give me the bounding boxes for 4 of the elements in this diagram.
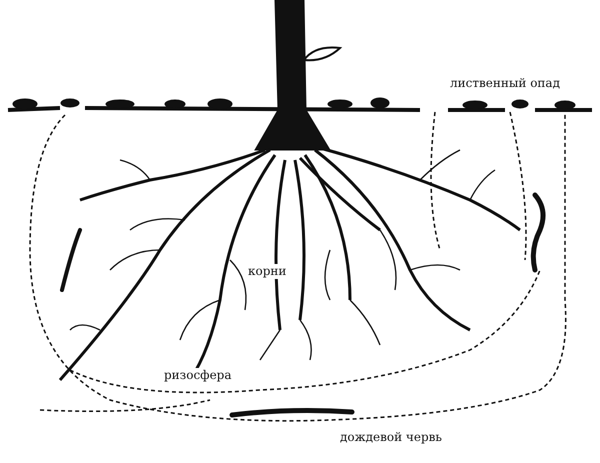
- layer-label: лиственный опад: [448, 76, 562, 91]
- part-label: корни: [246, 264, 288, 279]
- zone-label: ризосфера: [162, 368, 234, 383]
- organism-label: дождевой червь: [338, 430, 444, 445]
